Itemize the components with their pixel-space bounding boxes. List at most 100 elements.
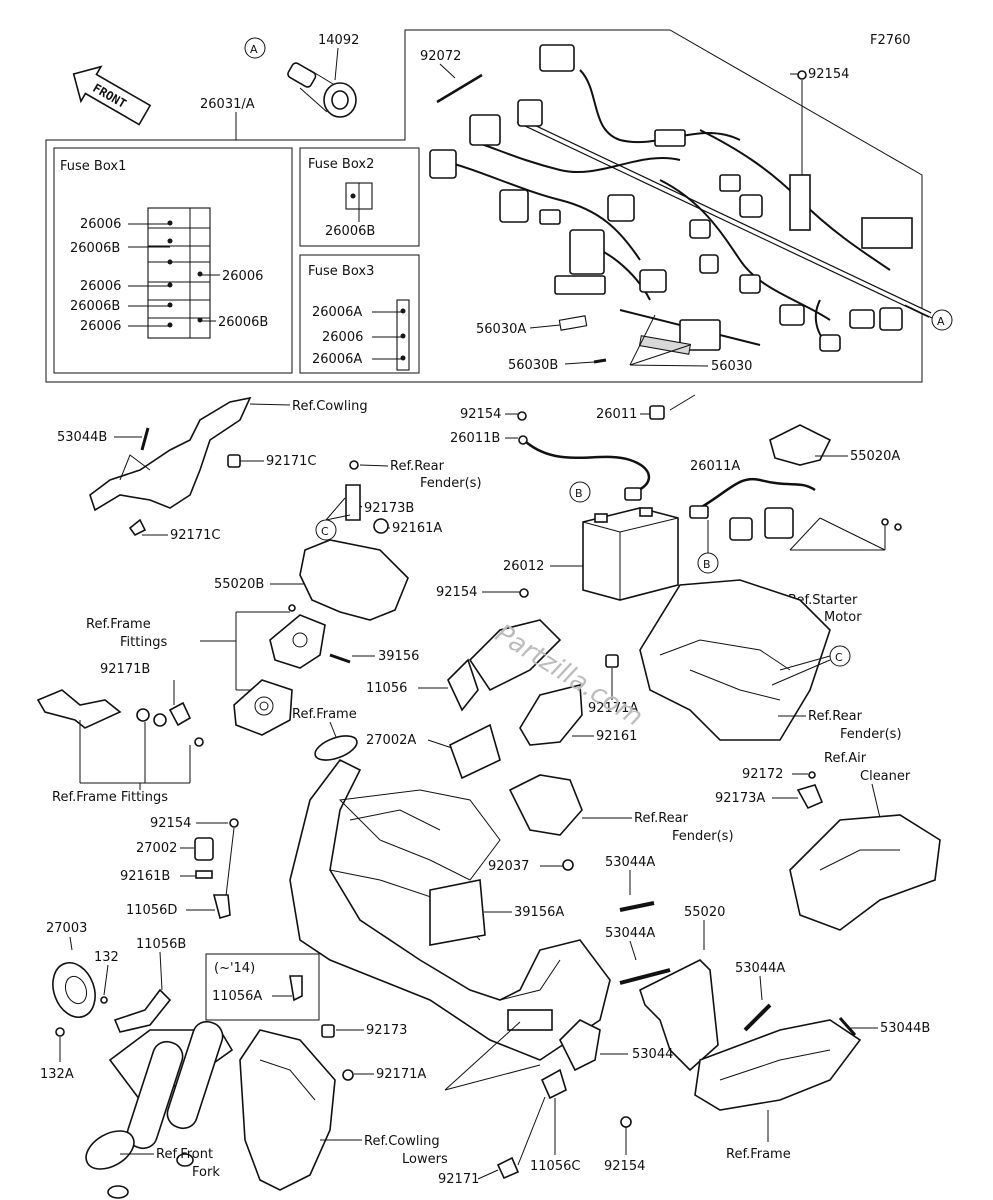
part-92161b-label: 92161B bbox=[120, 869, 170, 884]
fuse-box-1: Fuse Box1 26006 26006B 26006 26006B 2600… bbox=[53, 147, 293, 374]
part-11056d-label: 11056D bbox=[126, 903, 177, 918]
part-39156a-label: 39156A bbox=[514, 905, 564, 920]
part-11056a-label: 11056A bbox=[212, 989, 262, 1004]
callout-c-left-label: C bbox=[321, 525, 329, 538]
part-27002-label: 27002 bbox=[136, 841, 177, 856]
callout-a-right-circle bbox=[931, 309, 953, 331]
part-39156a-icon bbox=[429, 879, 486, 946]
callout-b-left-circle bbox=[569, 481, 591, 503]
part-53044b-1-label: 53044B bbox=[57, 430, 107, 445]
cowling-lowers-icon bbox=[239, 1029, 336, 1191]
ref-frame-fittings-2-label: Ref.Frame Fittings bbox=[52, 790, 168, 805]
part-53044a-1-label: 53044A bbox=[605, 855, 655, 870]
cowling-bracket-icon bbox=[89, 396, 252, 537]
part-92161-label: 92161 bbox=[596, 729, 637, 744]
part-56030b-label: 56030B bbox=[508, 358, 558, 373]
part-53044-label: 53044 bbox=[632, 1047, 673, 1062]
part-27002a-icon bbox=[449, 723, 501, 780]
ref-rear-fender-1-line1: Ref.Rear bbox=[390, 459, 445, 474]
fb1-label-6: 26006 bbox=[222, 269, 263, 284]
fb1-label-5: 26006 bbox=[80, 319, 121, 334]
ref-rear-fender-2-line1: Ref.Rear bbox=[808, 709, 863, 724]
part-92154-4-label: 92154 bbox=[150, 816, 191, 831]
battery-case-icon bbox=[639, 579, 831, 741]
fb1-label-4: 26006B bbox=[70, 299, 120, 314]
part-55020a-label: 55020A bbox=[850, 449, 900, 464]
fb3-label-1: 26006A bbox=[312, 305, 362, 320]
part-53044b-2-label: 53044B bbox=[880, 1021, 930, 1036]
battery-26012-icon bbox=[582, 507, 679, 601]
ref-rear-fender-3-line1: Ref.Rear bbox=[634, 811, 689, 826]
callout-b-left-label: B bbox=[575, 487, 583, 500]
part-26011b-label: 26011B bbox=[450, 431, 500, 446]
part-92173a-label: 92173A bbox=[715, 791, 765, 806]
part-11056-label: 11056 bbox=[366, 681, 407, 696]
part-56030a-label: 56030A bbox=[476, 322, 526, 337]
part-11056c-label: 11056C bbox=[530, 1159, 580, 1174]
fb2-label-1: 26006B bbox=[325, 224, 375, 239]
front-arrow-icon: FRONT bbox=[72, 65, 152, 126]
part-55020b-label: 55020B bbox=[214, 577, 264, 592]
fuse-box-3-title: Fuse Box3 bbox=[308, 264, 374, 279]
ref-rear-fender-3-line2: Fender(s) bbox=[672, 829, 734, 844]
part-92161-pad-icon bbox=[519, 683, 583, 746]
ref-front-fork-line2: Fork bbox=[192, 1165, 220, 1180]
variant-box-14: (~'14) 11056A bbox=[205, 953, 320, 1021]
part-92037-label: 92037 bbox=[488, 859, 529, 874]
fuse-box-2: Fuse Box2 26006B bbox=[299, 147, 420, 247]
fuse-box-1-title: Fuse Box1 bbox=[60, 159, 126, 174]
part-92171a-2-label: 92171A bbox=[376, 1067, 426, 1082]
part-92171c-1-label: 92171C bbox=[266, 454, 316, 469]
part-132-label: 132 bbox=[94, 950, 119, 965]
ref-rear-fender-1-line2: Fender(s) bbox=[420, 476, 482, 491]
ref-frame-fittings-1-line2: Fittings bbox=[120, 635, 167, 650]
part-92161a-label: 92161A bbox=[392, 521, 442, 536]
front-fork-icon bbox=[85, 1020, 234, 1199]
fb1-label-2: 26006B bbox=[70, 241, 120, 256]
ref-starter-motor-line2: Motor bbox=[824, 610, 862, 625]
part-56030-label: 56030 bbox=[711, 359, 752, 374]
air-cleaner-icon bbox=[789, 814, 941, 931]
part-55020a-icon bbox=[769, 424, 832, 466]
callout-a-label: A bbox=[250, 43, 258, 56]
part-92171b-label: 92171B bbox=[100, 662, 150, 677]
fb3-label-3: 26006A bbox=[312, 352, 362, 367]
part-92154-5-label: 92154 bbox=[604, 1159, 645, 1174]
part-92173b-label: 92173B bbox=[364, 501, 414, 516]
part-27002a-label: 27002A bbox=[366, 733, 416, 748]
part-14092-label: 14092 bbox=[318, 33, 359, 48]
ref-frame-2-label: Ref.Frame bbox=[726, 1147, 791, 1162]
part-53044a-3-label: 53044A bbox=[735, 961, 785, 976]
right-frame-icon bbox=[694, 1019, 862, 1111]
diagram-code: F2760 bbox=[870, 33, 911, 48]
part-55020b-icon bbox=[299, 539, 409, 621]
part-92154-3-label: 92154 bbox=[436, 585, 477, 600]
part-27003-label: 27003 bbox=[46, 921, 87, 936]
ref-starter-motor-line1: Ref.Starter bbox=[788, 593, 858, 608]
part-92171c-2-label: 92171C bbox=[170, 528, 220, 543]
part-55020-plate-icon bbox=[639, 959, 719, 1072]
part-92172-label: 92172 bbox=[742, 767, 783, 782]
ref-rear-fender-2-line2: Fender(s) bbox=[840, 727, 902, 742]
ref-frame-fittings-1-line1: Ref.Frame bbox=[86, 617, 151, 632]
part-92173-label: 92173 bbox=[366, 1023, 407, 1038]
part-92171-label: 92171 bbox=[438, 1172, 479, 1187]
ref-cowling-lowers-line2: Lowers bbox=[402, 1152, 448, 1167]
ref-frame-1-label: Ref.Frame bbox=[292, 707, 357, 722]
part-92171a-1-label: 92171A bbox=[588, 701, 638, 716]
part-14092-grommet-icon bbox=[287, 62, 357, 118]
callout-a-circle bbox=[244, 37, 266, 59]
fb1-label-3: 26006 bbox=[80, 279, 121, 294]
part-26011-label: 26011 bbox=[596, 407, 637, 422]
callout-c-right-label: C bbox=[835, 651, 843, 664]
ref-front-fork-line1: Ref.Front bbox=[156, 1147, 213, 1162]
horn-27003-icon bbox=[52, 962, 96, 1018]
callout-b-right-label: B bbox=[703, 558, 711, 571]
part-26011a-label: 26011A bbox=[690, 459, 740, 474]
ref-cowling-label: Ref.Cowling bbox=[292, 399, 368, 414]
variant-note: (~'14) bbox=[214, 961, 255, 976]
fb1-label-7: 26006B bbox=[218, 315, 268, 330]
part-11056b-label: 11056B bbox=[136, 937, 186, 952]
part-92154-2-label: 92154 bbox=[460, 407, 501, 422]
